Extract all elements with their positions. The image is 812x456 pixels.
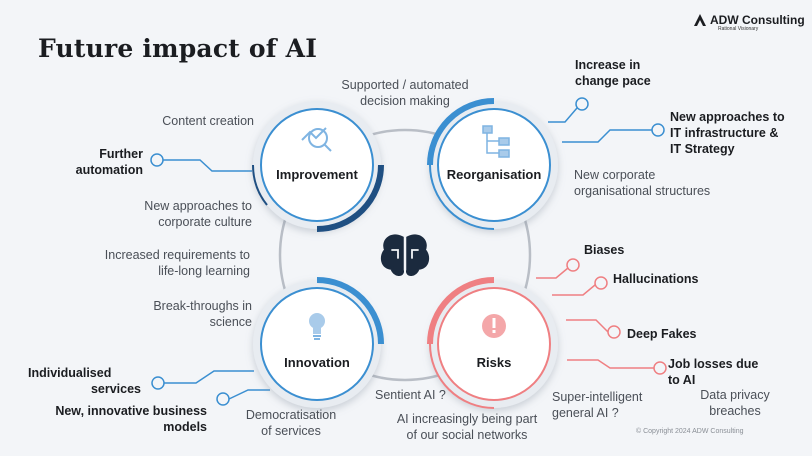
reorganisation-node: [427, 98, 558, 230]
risks-label: Risks: [476, 355, 512, 370]
connector-job-losses: [567, 359, 667, 375]
connector-deep-fakes: [566, 319, 621, 339]
innovation-label: Innovation: [284, 355, 350, 370]
deep-fakes-text: Deep Fakes: [627, 327, 697, 341]
connector-biases: [536, 258, 580, 279]
brain-icon: [380, 234, 430, 276]
connector-change-pace: [548, 97, 589, 123]
connector-hallucinations: [552, 276, 608, 296]
connector-it-infrastructure: [562, 123, 665, 143]
innovation-node: [253, 277, 384, 408]
hallucinations-text: Hallucinations: [613, 272, 699, 286]
page-title: Future impact of AI: [38, 34, 318, 63]
copyright-text: © Copyright 2024 ADW Consulting: [636, 428, 744, 435]
sentient-ai-text: Sentient AI ?: [375, 388, 446, 402]
biases-text: Biases: [584, 243, 625, 257]
warning-badge-icon: [482, 314, 506, 338]
adw-logo-icon: [694, 14, 706, 26]
content-creation-text: Content creation: [162, 114, 254, 128]
brand-name: ADW Consulting: [710, 13, 805, 27]
lightbulb-icon: [309, 313, 325, 340]
connector-business-models: [216, 389, 270, 406]
brand-tagline: Rational Visionary: [718, 26, 759, 32]
chart-magnifier-icon: [301, 127, 332, 152]
risks-node: [427, 277, 558, 409]
improvement-node: [251, 101, 384, 232]
connector-further-automation: [150, 153, 252, 172]
improvement-label: Improvement: [276, 167, 358, 182]
central-ring: [278, 128, 532, 382]
reorganisation-label: Reorganisation: [446, 167, 542, 182]
org-chart-icon: [482, 125, 510, 158]
connector-individualised-services: [151, 370, 254, 390]
